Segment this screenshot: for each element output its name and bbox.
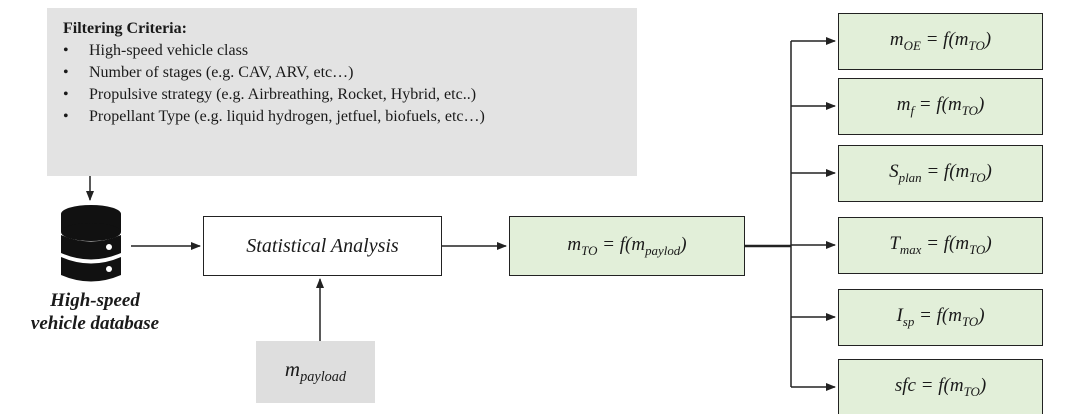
takeoff-mass-equation: mTO = f(mpaylod) [567, 233, 687, 258]
statistical-analysis-label: Statistical Analysis [246, 234, 399, 257]
database-label-line1: High-speed [50, 290, 140, 311]
output-equation-6: sfc = f(mTO) [894, 375, 987, 399]
payload-mass-label: mpayload [284, 357, 347, 386]
database-label: High-speed vehicle database [0, 289, 190, 335]
criteria-title: Filtering Criteria: [63, 20, 187, 37]
output-equation-5: Isp = f(mTO) [896, 305, 985, 329]
criteria-item-propellant-type: Propellant Type (e.g. liquid hydrogen, j… [63, 106, 637, 128]
output-fuel-mass-box: mf = f(mTO) [838, 78, 1043, 135]
filtering-criteria-panel: Filtering Criteria: High-speed vehicle c… [47, 8, 637, 176]
output-equation-2: mf = f(mTO) [896, 94, 985, 118]
output-max-thrust-box: Tmax = f(mTO) [838, 217, 1043, 274]
criteria-list: High-speed vehicle class Number of stage… [63, 40, 637, 128]
output-equation-3: Splan = f(mTO) [889, 161, 992, 185]
criteria-item-propulsive-strategy: Propulsive strategy (e.g. Airbreathing, … [63, 84, 637, 106]
database-icon [61, 205, 121, 282]
output-equation-4: Tmax = f(mTO) [889, 233, 992, 257]
criteria-item-stages: Number of stages (e.g. CAV, ARV, etc…) [63, 62, 637, 84]
output-planform-area-box: Splan = f(mTO) [838, 145, 1043, 202]
output-equation-1: mOE = f(mTO) [889, 29, 992, 53]
output-empty-mass-box: mOE = f(mTO) [838, 13, 1043, 70]
output-specific-impulse-box: Isp = f(mTO) [838, 289, 1043, 346]
database-label-line2: vehicle database [30, 313, 160, 334]
output-sfc-box: sfc = f(mTO) [838, 359, 1043, 414]
statistical-analysis-box: Statistical Analysis [203, 216, 442, 276]
takeoff-mass-box: mTO = f(mpaylod) [509, 216, 745, 276]
criteria-item-vehicle-class: High-speed vehicle class [63, 40, 637, 62]
payload-mass-box: mpayload [256, 341, 375, 403]
